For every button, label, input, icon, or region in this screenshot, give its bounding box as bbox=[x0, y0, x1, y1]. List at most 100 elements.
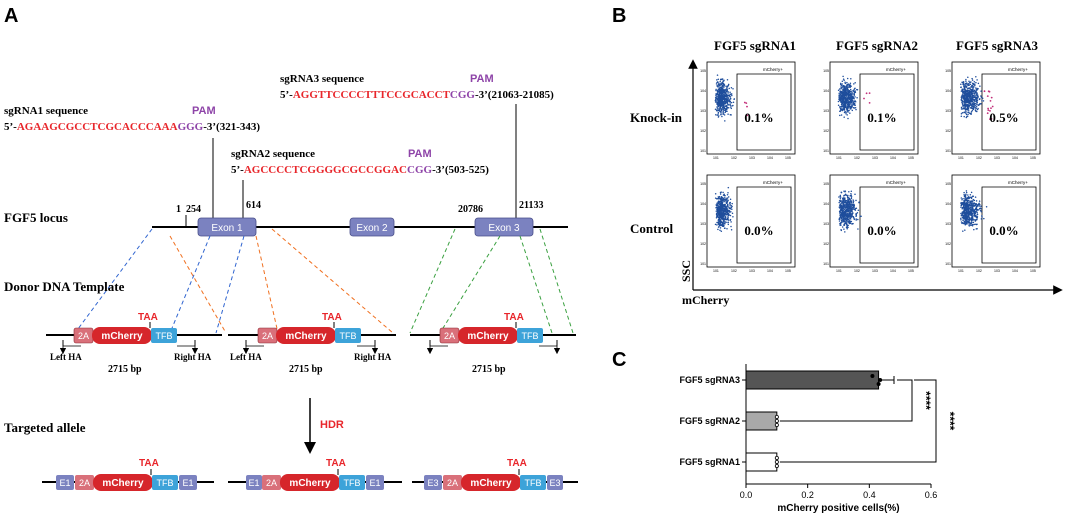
flow-plot-tick: 105 bbox=[1030, 156, 1036, 160]
flow-positive-dot bbox=[743, 101, 746, 104]
flow-dot-cloud bbox=[960, 190, 988, 232]
flow-plot-tick: 105 bbox=[785, 156, 791, 160]
flow-gate bbox=[859, 186, 915, 264]
flow-percentage: 0.1% bbox=[744, 110, 773, 125]
flow-plot-tick: 103 bbox=[945, 109, 951, 113]
flow-plot: 105101104102103103102104101105mCherry+0.… bbox=[700, 61, 796, 160]
row-label-knockin: Knock-in bbox=[630, 110, 683, 125]
svg-text:E3: E3 bbox=[427, 478, 438, 488]
locus-number-254: 254 bbox=[186, 204, 201, 215]
flow-plot-tick: 103 bbox=[749, 156, 755, 160]
flow-plot-tick: 102 bbox=[854, 156, 860, 160]
flow-positive-dot bbox=[990, 107, 992, 109]
flow-plot: 105101104102103103102104101105mCherry+0.… bbox=[945, 61, 1041, 160]
panel-b-label: B bbox=[612, 5, 626, 27]
donor-template-2: 2A mCherry TFB TAA Left HA Right HA 2715… bbox=[228, 312, 396, 375]
exon-1-box bbox=[197, 217, 257, 237]
sgrna1-title: sgRNA1 sequence bbox=[4, 105, 88, 117]
svg-text:TAA: TAA bbox=[322, 312, 342, 323]
bar bbox=[745, 411, 778, 431]
locus-number-20786: 20786 bbox=[458, 204, 483, 215]
exon-3-label: Exon 3 bbox=[488, 223, 520, 234]
flow-plot-tick: 104 bbox=[823, 89, 829, 93]
flow-plot-tick: 101 bbox=[713, 156, 719, 160]
svg-text:Left HA: Left HA bbox=[50, 352, 82, 362]
flow-plot-tick: 105 bbox=[700, 69, 706, 73]
flow-percentage: 0.0% bbox=[989, 223, 1018, 238]
flow-plot-tick: 103 bbox=[994, 269, 1000, 273]
significance-stars-1: **** bbox=[919, 391, 933, 410]
flow-plot-tick: 104 bbox=[890, 156, 896, 160]
x-tick-label: 0.0 bbox=[740, 490, 753, 500]
flow-gate-label: mCherry+ bbox=[763, 67, 783, 72]
svg-text:2A: 2A bbox=[447, 478, 458, 488]
homology-lines-green bbox=[409, 228, 574, 334]
flow-plot-tick: 105 bbox=[908, 156, 914, 160]
flow-plot-tick: 104 bbox=[767, 269, 773, 273]
flow-plot-tick: 104 bbox=[767, 156, 773, 160]
flow-dot-cloud bbox=[837, 75, 859, 120]
flow-plot-tick: 103 bbox=[749, 269, 755, 273]
flow-positive-dot bbox=[988, 90, 991, 93]
flow-percentage: 0.1% bbox=[867, 110, 896, 125]
flow-positive-dot bbox=[983, 90, 986, 93]
x-tick-label: 0.4 bbox=[863, 490, 876, 500]
flow-percentage: 0.0% bbox=[867, 223, 896, 238]
panel-a-label: A bbox=[4, 5, 18, 27]
locus-number-1: 1 bbox=[176, 204, 181, 215]
flow-plot-tick: 101 bbox=[836, 156, 842, 160]
homology-lines-blue bbox=[74, 228, 245, 334]
svg-text:TAA: TAA bbox=[504, 312, 524, 323]
svg-text:TFB: TFB bbox=[522, 331, 539, 341]
column-header-sgrna3: FGF5 sgRNA3 bbox=[956, 38, 1038, 53]
flow-plot-tick: 104 bbox=[700, 202, 706, 206]
flow-gate-label: mCherry+ bbox=[1008, 180, 1028, 185]
flow-gate-label: mCherry+ bbox=[886, 180, 906, 185]
flow-plot-tick: 101 bbox=[823, 149, 829, 153]
flow-plot-tick: 105 bbox=[823, 182, 829, 186]
flow-gate-label: mCherry+ bbox=[886, 67, 906, 72]
flow-plot-tick: 103 bbox=[823, 109, 829, 113]
svg-text:2715 bp: 2715 bp bbox=[108, 364, 142, 375]
flow-positive-dot bbox=[989, 100, 992, 102]
targeted-allele-2: E1 2A mCherry TFB E1 TAA bbox=[228, 458, 402, 491]
svg-text:TAA: TAA bbox=[139, 458, 159, 469]
flow-plot-tick: 103 bbox=[700, 222, 706, 226]
flow-positive-dot bbox=[863, 97, 865, 100]
x-axis-label: mCherry positive cells(%) bbox=[777, 503, 899, 514]
flow-plot-tick: 102 bbox=[700, 129, 706, 133]
sgrna3-sequence: 5’-AGGTTCCCCTTTCCGCACCTCGG-3’(21063-2108… bbox=[280, 89, 554, 101]
flow-plot-grid: 105 101 104 102 103 103 102 104 101 105 mCherry+ 0.… bbox=[700, 61, 1041, 273]
flow-plot-tick: 102 bbox=[700, 242, 706, 246]
replicate-point bbox=[878, 377, 883, 382]
svg-text:mCherry: mCherry bbox=[102, 478, 144, 489]
svg-text:E1: E1 bbox=[182, 478, 193, 488]
flow-positive-dot bbox=[987, 107, 989, 110]
flow-plot-tick: 101 bbox=[958, 156, 964, 160]
category-label: FGF5 sgRNA3 bbox=[679, 375, 740, 385]
mcherry-axis-label: mCherry bbox=[682, 293, 729, 307]
bar bbox=[745, 452, 778, 472]
svg-text:TFB: TFB bbox=[157, 478, 174, 488]
flow-plot-tick: 102 bbox=[823, 129, 829, 133]
flow-positive-dot bbox=[989, 118, 991, 120]
column-header-sgrna2: FGF5 sgRNA2 bbox=[836, 38, 918, 53]
flow-plot-tick: 101 bbox=[823, 262, 829, 266]
svg-text:2A: 2A bbox=[78, 331, 89, 341]
flow-plot-tick: 102 bbox=[731, 269, 737, 273]
svg-text:mCherry: mCherry bbox=[470, 478, 512, 489]
flow-plot-tick: 104 bbox=[945, 89, 951, 93]
replicate-point bbox=[774, 463, 779, 468]
flow-plot-tick: 105 bbox=[908, 269, 914, 273]
flow-gate bbox=[981, 186, 1037, 264]
flow-plot-tick: 105 bbox=[700, 182, 706, 186]
flow-plot-tick: 101 bbox=[700, 149, 706, 153]
flow-positive-dot bbox=[986, 112, 989, 115]
significance-bracket-1 bbox=[779, 379, 913, 422]
replicate-point bbox=[870, 373, 875, 378]
replicate-point bbox=[774, 414, 779, 419]
exon-3-box bbox=[474, 217, 534, 237]
flow-plot-tick: 105 bbox=[823, 69, 829, 73]
flow-plot-tick: 105 bbox=[1030, 269, 1036, 273]
